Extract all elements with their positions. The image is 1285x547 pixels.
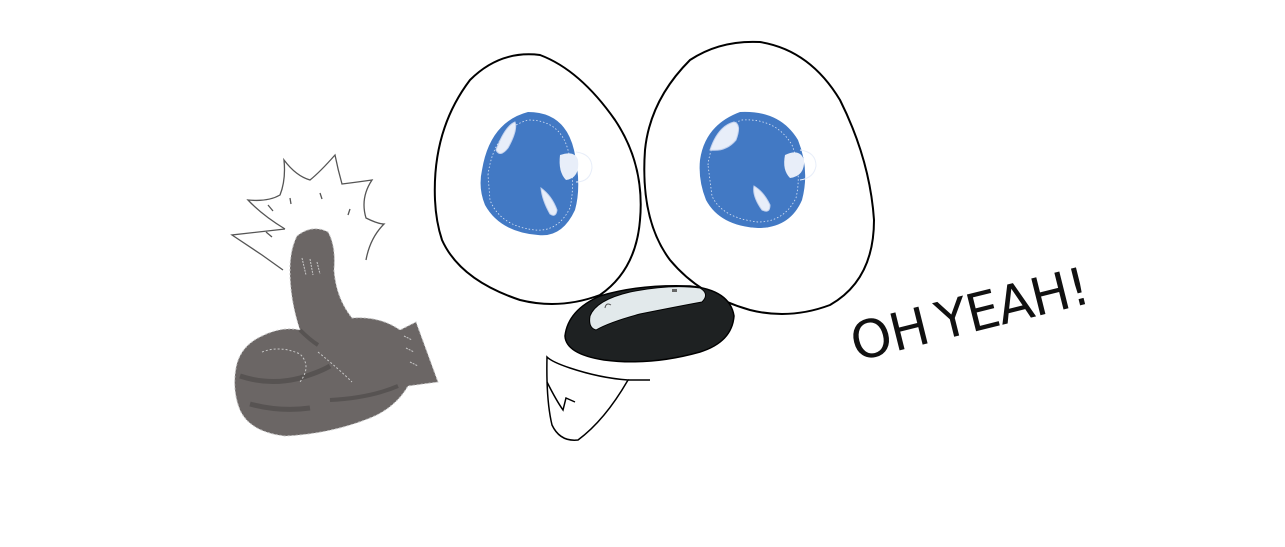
right-eye-icon [643, 40, 876, 315]
mouth-icon [546, 284, 735, 441]
left-eye-icon [433, 53, 642, 305]
thumbs-up-icon [234, 228, 439, 437]
burst-icon [230, 153, 386, 271]
